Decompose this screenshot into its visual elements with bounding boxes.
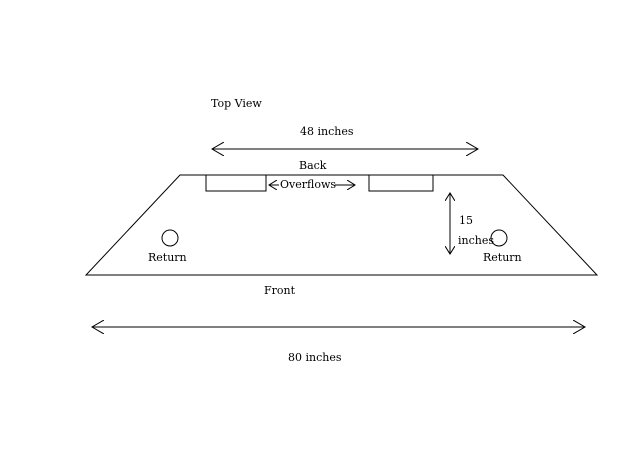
return-left-label: Return <box>148 251 187 264</box>
depth-value-label: 15 <box>459 214 473 227</box>
return-right-circle <box>490 229 508 247</box>
back-label: Back <box>299 159 327 172</box>
return-right-label: Return <box>483 251 522 264</box>
overflows-label: Overflows <box>280 178 336 191</box>
return-left-circle <box>161 229 179 247</box>
top-dimension-label: 48 inches <box>300 125 354 138</box>
overflow-box-right <box>368 174 434 192</box>
overflow-box-left <box>205 174 267 192</box>
diagram-title: Top View <box>211 97 262 110</box>
front-label: Front <box>264 284 296 297</box>
depth-unit-label: inches <box>458 234 494 247</box>
bottom-dimension-label: 80 inches <box>288 351 342 364</box>
